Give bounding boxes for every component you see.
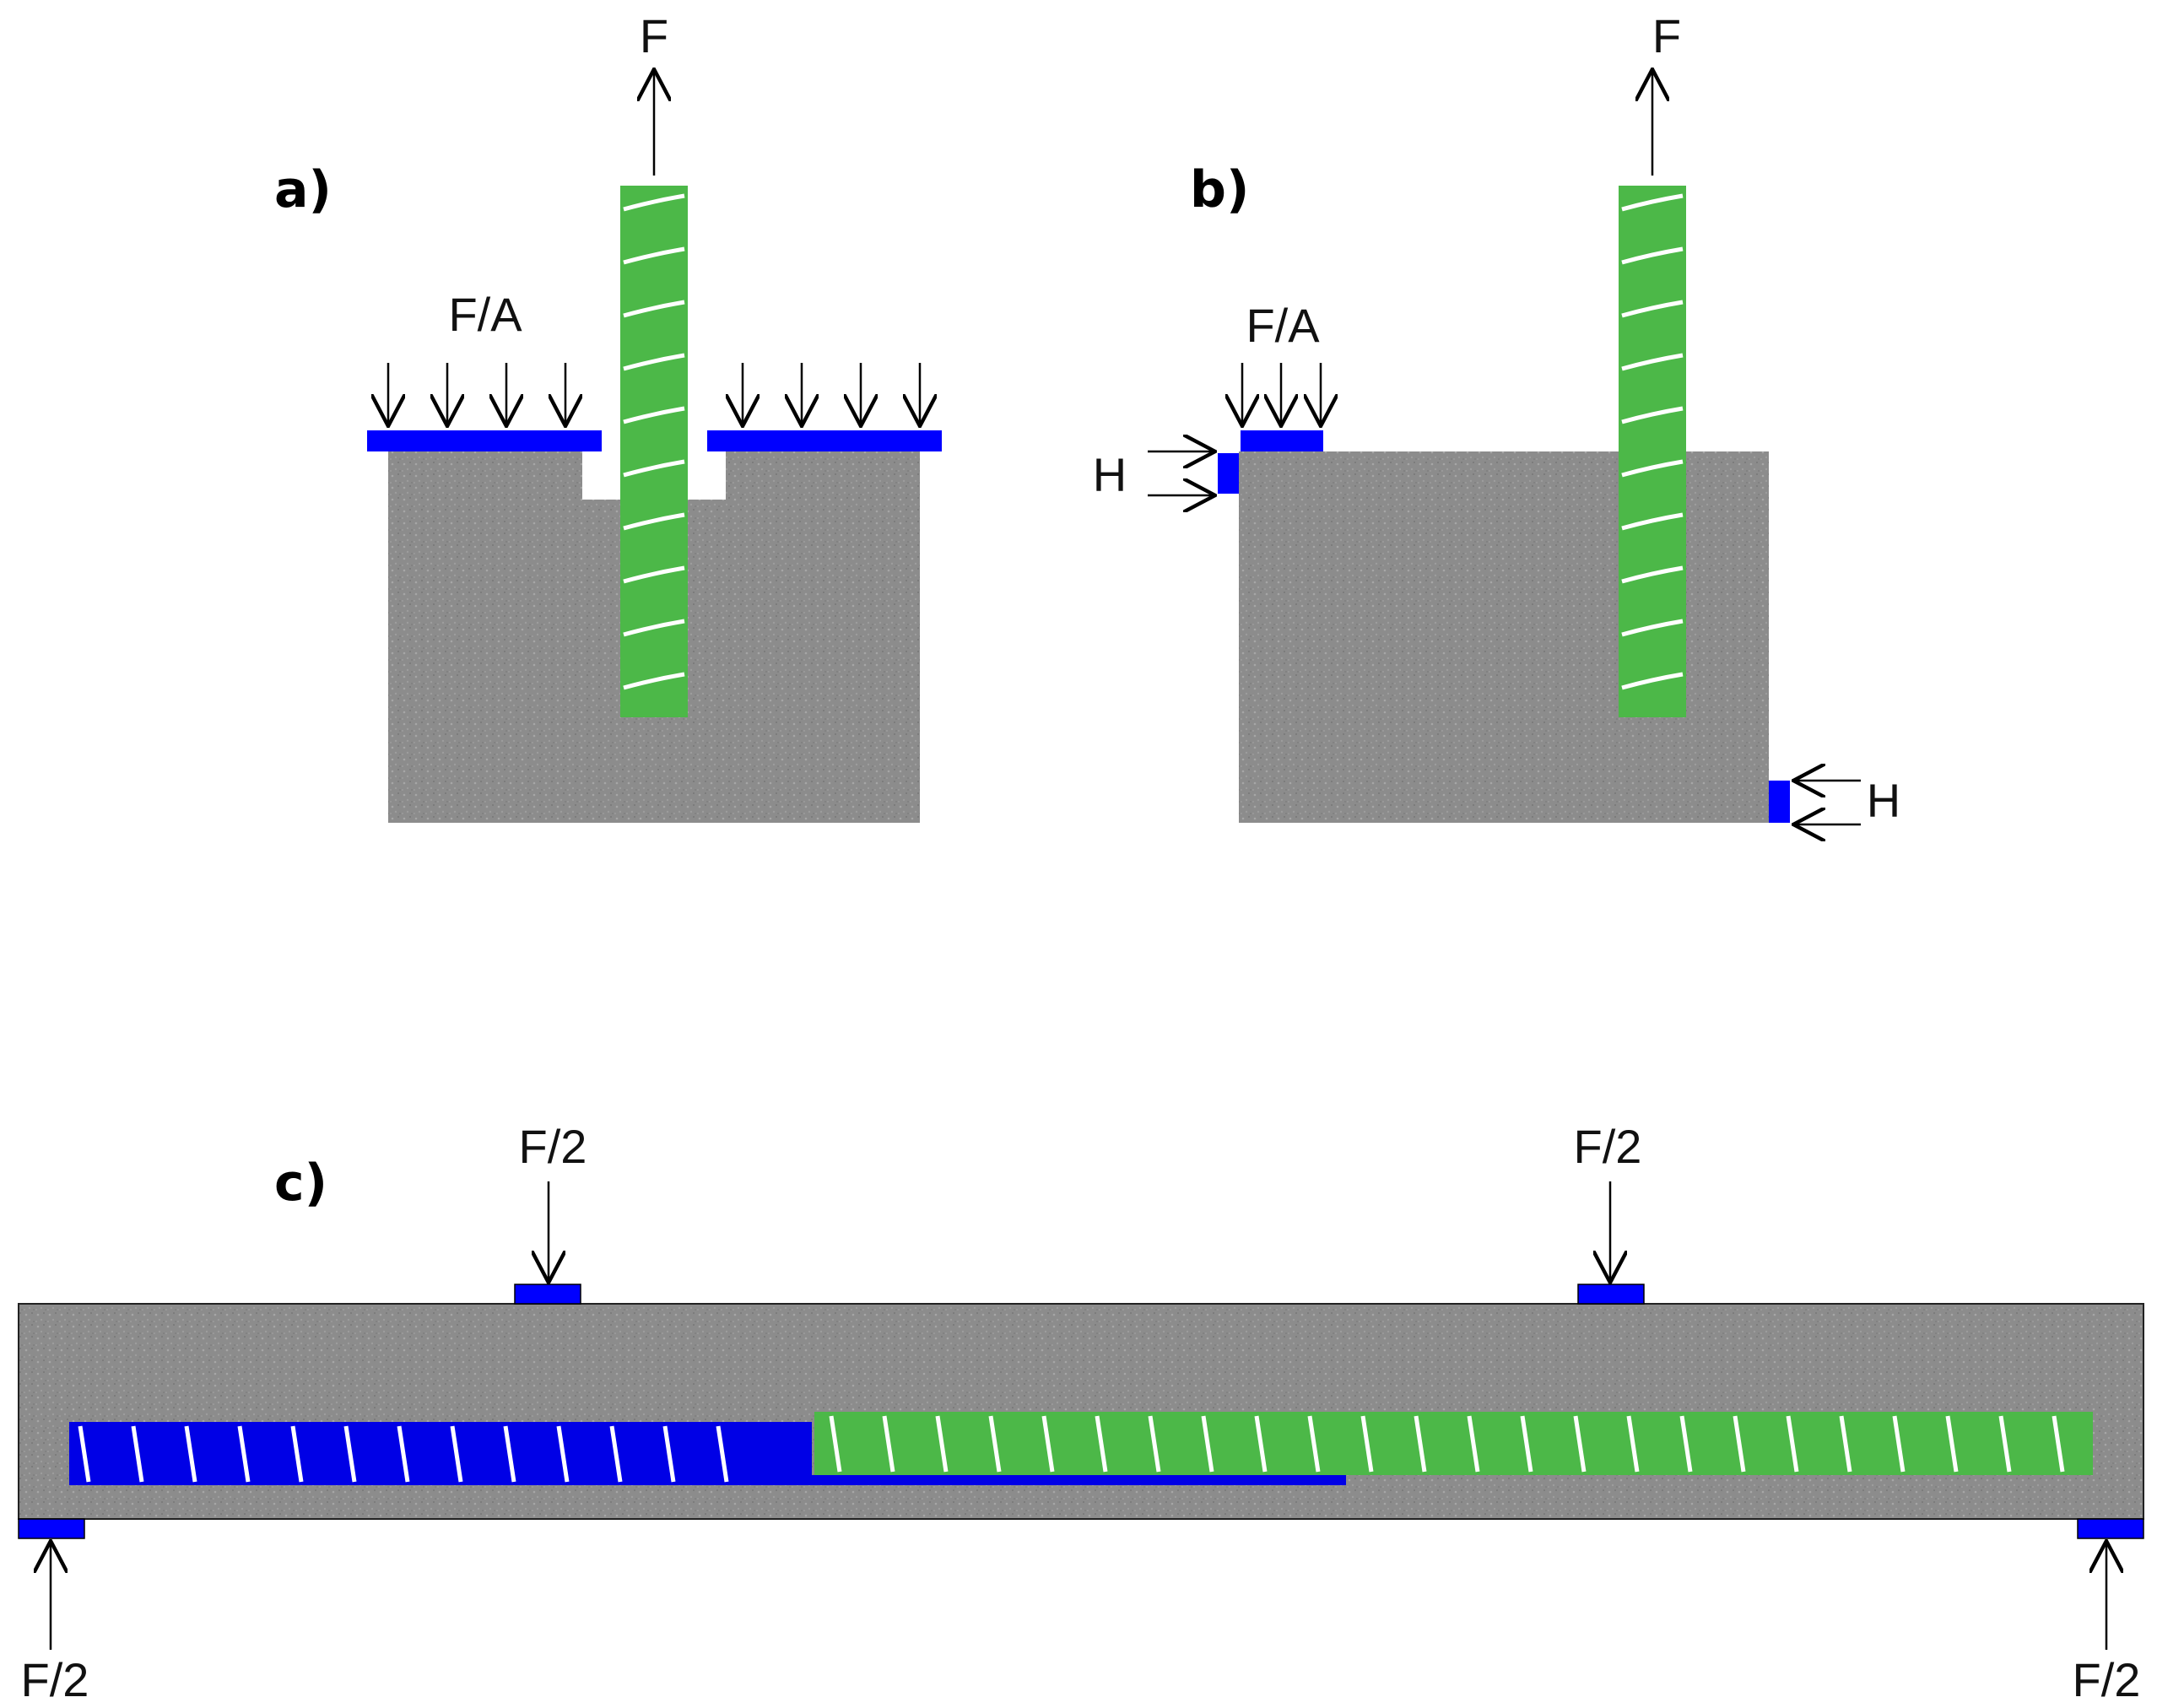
panel-c-support-left-label: F/2 [21, 1653, 89, 1706]
panel-b-pressure-label: F/A [1246, 299, 1320, 352]
panel-c-rebar-ribs [78, 1415, 2065, 1483]
rebar-rib [1998, 1415, 2012, 1473]
rebar-rib [1786, 1415, 1799, 1473]
panel-c-load-right-label: F/2 [1574, 1120, 1642, 1173]
rebar-rib [1945, 1415, 1959, 1473]
rebar-rib [1573, 1415, 1587, 1473]
rebar-rib [1621, 246, 1684, 265]
rebar-rib [623, 406, 685, 424]
panel-c-support-right-label: F/2 [2073, 1653, 2141, 1706]
rebar-rib [1148, 1415, 1161, 1473]
rebar-rib [623, 459, 685, 478]
rebar-rib [1520, 1415, 1533, 1473]
rebar-rib [716, 1425, 729, 1483]
rebar-rib [343, 1425, 357, 1483]
panel-a-pressure-arrows [388, 363, 920, 426]
rebar-rib [623, 246, 685, 265]
rebar-rib [1201, 1415, 1214, 1473]
rebar-rib [1467, 1415, 1480, 1473]
rebar-rib [556, 1425, 570, 1483]
panel-b-plate-left-side [1218, 453, 1239, 494]
rebar-rib [1839, 1415, 1852, 1473]
panel-c-support-plate-left [18, 1518, 85, 1539]
rebar-rib [131, 1425, 144, 1483]
rebar-rib [237, 1425, 251, 1483]
rebar-rib [1095, 1415, 1108, 1473]
panel-c-load-plate-left [514, 1284, 581, 1305]
rebar-rib [503, 1425, 516, 1483]
rebar-rib [935, 1415, 949, 1473]
rebar-rib [623, 300, 685, 318]
rebar-rib [623, 672, 685, 690]
panel-c: c) F/2 F/2 F/2 F/2 [18, 1120, 2144, 1706]
rebar-rib [623, 193, 685, 212]
panel-b-horizontal-label-bottom: H [1867, 774, 1900, 827]
rebar-rib [1621, 565, 1684, 584]
rebar-rib [1360, 1415, 1374, 1473]
rebar-rib [609, 1425, 623, 1483]
rebar-rib [1733, 1415, 1746, 1473]
panel-a-pressure-label: F/A [448, 288, 522, 341]
rebar-rib [1621, 353, 1684, 371]
panel-c-label: c) [274, 1154, 327, 1213]
rebar-rib [1307, 1415, 1321, 1473]
rebar-rib [623, 353, 685, 371]
rebar-rib [988, 1415, 1002, 1473]
rebar-rib [623, 565, 685, 584]
panel-a-plate-left [367, 430, 602, 451]
panel-c-concrete-beam [18, 1303, 2144, 1520]
rebar-rib [623, 512, 685, 531]
rebar-rib [1621, 672, 1684, 690]
rebar-rib [290, 1425, 304, 1483]
panel-a-label: a) [274, 160, 332, 219]
panel-a: a) F F/A [274, 9, 942, 823]
panel-b-pull-force-label: F [1652, 9, 1681, 62]
rebar-rib [1621, 619, 1684, 637]
rebar-rib [662, 1425, 676, 1483]
rebar-rib [1621, 512, 1684, 531]
panel-b-rebar [1619, 186, 1686, 717]
rebar-rib [1254, 1415, 1268, 1473]
panel-b-concrete-block [1239, 451, 1769, 823]
panel-c-rebar-green [814, 1412, 2093, 1475]
panel-b-horizontal-label-top: H [1093, 448, 1127, 501]
rebar-rib [623, 619, 685, 637]
panel-c-support-plate-right [2077, 1518, 2144, 1539]
panel-a-rebar [620, 186, 688, 717]
panel-a-plate-right [707, 430, 942, 451]
panel-a-pull-force-label: F [640, 9, 668, 62]
rebar-rib [1621, 300, 1684, 318]
rebar-rib [78, 1425, 91, 1483]
rebar-rib [1621, 406, 1684, 424]
rebar-rib [1626, 1415, 1640, 1473]
panel-b-plate-right-side [1769, 781, 1790, 823]
panel-b: b) F F/A H H [1093, 9, 1900, 827]
rebar-rib [397, 1425, 410, 1483]
rebar-rib [1414, 1415, 1427, 1473]
rebar-rib [1621, 193, 1684, 212]
panel-b-pressure-arrows [1242, 363, 1321, 426]
panel-b-plate-top [1241, 430, 1323, 451]
rebar-rib [2052, 1415, 2065, 1473]
rebar-rib [450, 1425, 463, 1483]
rebar-rib [1621, 459, 1684, 478]
rebar-rib [1892, 1415, 1906, 1473]
rebar-rib [1041, 1415, 1055, 1473]
rebar-rib [184, 1425, 197, 1483]
panel-c-load-left-label: F/2 [519, 1120, 587, 1173]
panel-c-load-plate-right [1577, 1284, 1645, 1305]
rebar-rib [882, 1415, 895, 1473]
rebar-rib [1679, 1415, 1693, 1473]
panel-b-label: b) [1190, 160, 1249, 219]
rebar-rib [829, 1415, 842, 1473]
